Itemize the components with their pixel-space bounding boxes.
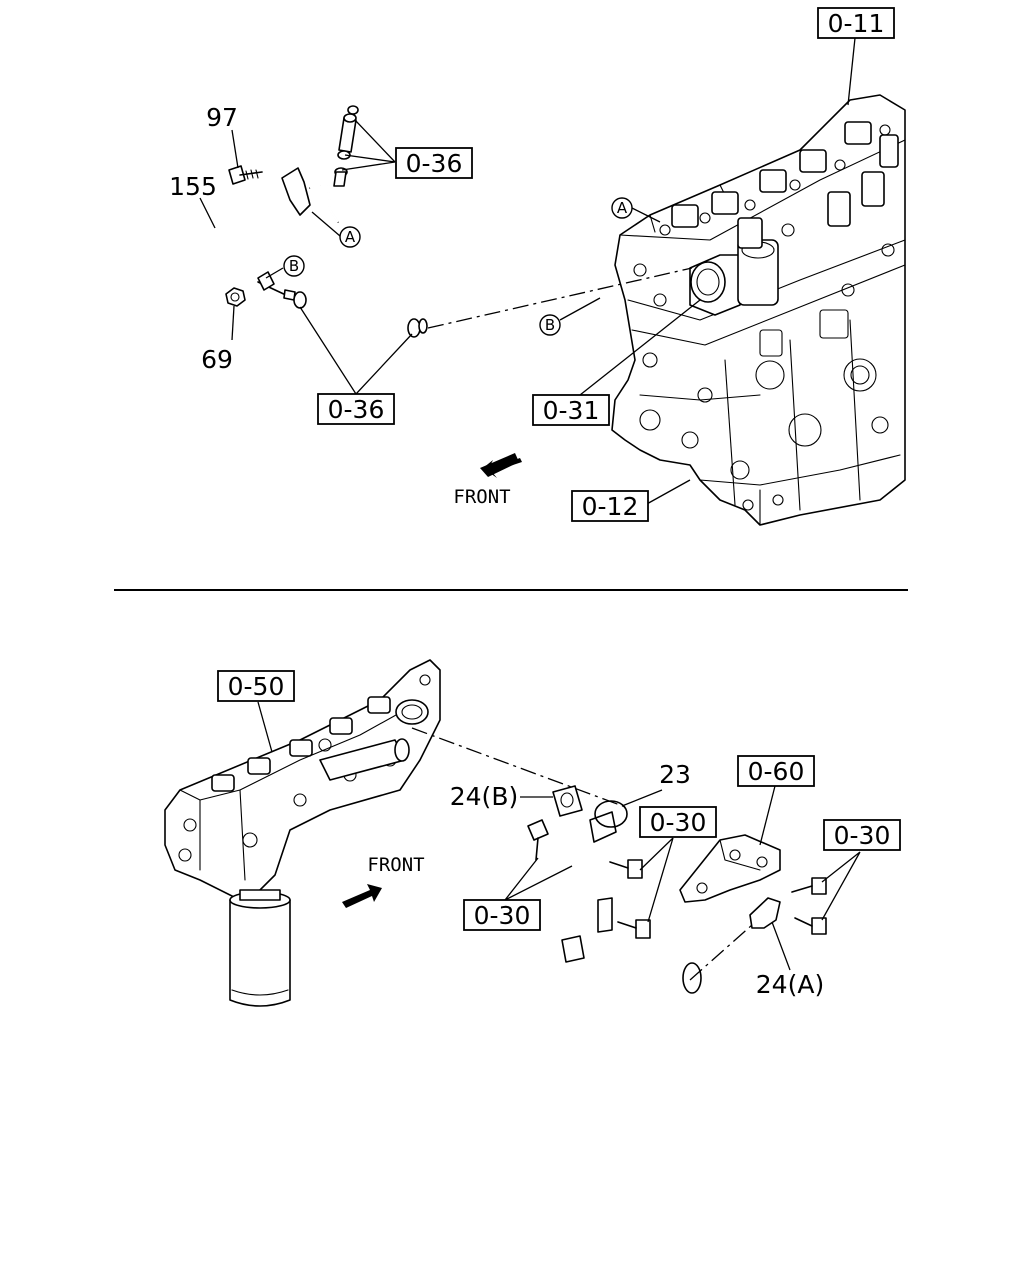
part-number-69: 69 (201, 345, 233, 374)
water-pipe (552, 785, 702, 1014)
part-number-155: 155 (169, 172, 217, 201)
engine-block-drawing (611, 94, 906, 526)
front-arrow-bottom-icon (342, 884, 382, 908)
ref-box-0-31: 0-31 (532, 394, 610, 426)
bracket-0-60 (679, 834, 781, 903)
bolt-b (257, 271, 296, 301)
svg-text:0-12: 0-12 (582, 492, 639, 521)
front-label-top: FRONT (453, 486, 510, 508)
svg-text:0-11: 0-11 (828, 9, 885, 38)
ref-box-0-30-b: 0-30 (823, 819, 901, 851)
ref-box-0-36-lower: 0-36 (317, 393, 395, 425)
ref-box-0-11: 0-11 (817, 7, 895, 39)
svg-text:0-30: 0-30 (834, 821, 891, 850)
svg-text:A: A (345, 228, 356, 246)
bottom-leader-lines (257, 701, 861, 971)
ref-box-0-60: 0-60 (737, 755, 815, 787)
svg-text:0-30: 0-30 (474, 901, 531, 930)
svg-text:0-30: 0-30 (650, 808, 707, 837)
bolt-97 (228, 165, 263, 185)
part-number-24b: 24(B) (450, 782, 518, 811)
ref-box-0-30-a: 0-30 (639, 806, 717, 838)
bypass-pipe-155 (195, 167, 339, 297)
circle-marker-a-hose: A (339, 226, 361, 248)
front-label-bottom: FRONT (367, 854, 424, 876)
circle-marker-b-bolt: B (283, 255, 305, 277)
ref-box-0-50: 0-50 (217, 670, 295, 702)
bottom-bolts (527, 819, 827, 939)
svg-text:B: B (289, 257, 299, 275)
top-leader-lines (199, 37, 856, 506)
pipe-b-connection-line (427, 267, 693, 329)
part-number-24a: 24(A) (756, 970, 824, 999)
svg-text:0-36: 0-36 (406, 149, 463, 178)
svg-text:0-60: 0-60 (748, 757, 805, 786)
svg-text:0-50: 0-50 (228, 672, 285, 701)
upper-hose (333, 105, 359, 187)
svg-text:B: B (545, 316, 555, 334)
front-arrow-top-icon (480, 453, 522, 478)
circle-marker-b-pipe: B (539, 314, 561, 336)
o-ring-connection-line (411, 727, 629, 809)
bracket-24a (749, 897, 781, 929)
part-number-97: 97 (206, 103, 238, 132)
svg-text:0-31: 0-31 (543, 396, 600, 425)
ref-box-0-12: 0-12 (571, 490, 649, 522)
nut-69 (225, 287, 246, 307)
lower-hose (293, 291, 428, 346)
circle-marker-a-block: A (611, 197, 633, 219)
bracket-connection-line (689, 924, 753, 981)
ref-box-0-30-c: 0-30 (463, 899, 541, 931)
part-number-23: 23 (659, 760, 691, 789)
svg-text:0-36: 0-36 (328, 395, 385, 424)
svg-text:A: A (617, 199, 628, 217)
ref-box-0-36-upper: 0-36 (395, 147, 473, 179)
oil-cooler-assembly (164, 659, 441, 1007)
o-ring-23 (594, 800, 628, 828)
